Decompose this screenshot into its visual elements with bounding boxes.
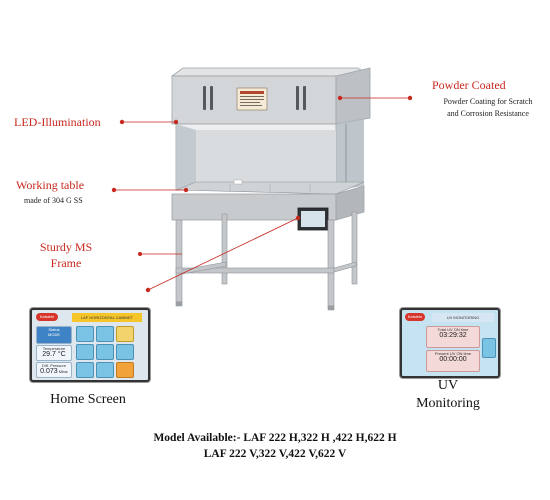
home-icon[interactable] xyxy=(482,338,496,358)
pressure-unit: Mbar xyxy=(58,369,68,374)
temperature-label: Temperature xyxy=(42,346,66,351)
settings-icon[interactable] xyxy=(96,344,114,360)
light-icon[interactable] xyxy=(116,326,134,342)
timer-icon[interactable] xyxy=(76,362,94,378)
powder-coated-line1: Powder Coating for Scratch xyxy=(443,97,533,106)
working-table-material: made of 304 G SS xyxy=(24,196,83,205)
total-uv-label: Total UV ON time xyxy=(437,327,469,332)
models-line1: Model Available:- LAF 222 H,322 H ,422 H… xyxy=(153,432,397,444)
pressure-label: Diff. Pressure xyxy=(41,363,67,368)
home-screen-display: Kalstein LAF HORIZONTAL CABINET Status M… xyxy=(30,308,150,382)
work-chamber xyxy=(175,118,365,195)
temperature-tile: Temperature 29.7 °C xyxy=(36,345,72,361)
power-icon[interactable] xyxy=(116,362,134,378)
socket-icon[interactable] xyxy=(76,344,94,360)
uv-screen-logo: Kalstein xyxy=(405,313,425,321)
total-uv-value: 03:29:32 xyxy=(439,332,467,339)
uv-caption-line1: UV xyxy=(437,378,459,393)
status-label: Status xyxy=(48,327,60,332)
uv-screen-title: UV MONITORING xyxy=(432,313,494,322)
frame-label-line1: Sturdy MS xyxy=(39,240,93,254)
uv-caption-line2: Monitoring xyxy=(416,396,480,411)
fan-icon[interactable] xyxy=(76,326,94,342)
home-screen-caption: Home Screen xyxy=(50,392,126,407)
led-illumination-label: LED-Illumination xyxy=(14,115,101,129)
home-screen-title: LAF HORIZONTAL CABINET xyxy=(72,313,142,322)
pressure-tile: Diff. Pressure 0.073 Mbar xyxy=(36,362,72,378)
present-uv-value: 00:00:00 xyxy=(439,356,467,363)
uv-lamp-icon[interactable] xyxy=(96,326,114,342)
present-uv-time-tile: Present UV ON time 00:00:00 xyxy=(426,350,480,372)
working-table-label: Working table xyxy=(16,178,85,192)
ms-frame-stand xyxy=(175,211,358,311)
callout-lines xyxy=(111,95,413,293)
mode-label: MODE xyxy=(48,332,60,337)
models-line2: LAF 222 V,322 V,422 V,622 V xyxy=(203,448,347,460)
temperature-value: 29.7 °C xyxy=(42,351,66,358)
cabinet-hood xyxy=(170,67,372,125)
powder-coated-title: Powder Coated xyxy=(432,78,506,92)
base-panel xyxy=(171,185,365,231)
total-uv-time-tile: Total UV ON time 03:29:32 xyxy=(426,326,480,348)
home-screen-logo: Kalstein xyxy=(36,313,58,321)
status-tile: Status MODE xyxy=(36,326,72,344)
powder-coated-line2: and Corrosion Resistance xyxy=(447,109,529,118)
pressure-value: 0.073 xyxy=(40,368,58,375)
uv-monitoring-display: Kalstein UV MONITORING Total UV ON time … xyxy=(400,308,500,378)
alarm-icon[interactable] xyxy=(116,344,134,360)
present-uv-label: Present UV ON time xyxy=(434,351,472,356)
filter-icon[interactable] xyxy=(96,362,114,378)
frame-label-line2: Frame xyxy=(50,256,82,270)
